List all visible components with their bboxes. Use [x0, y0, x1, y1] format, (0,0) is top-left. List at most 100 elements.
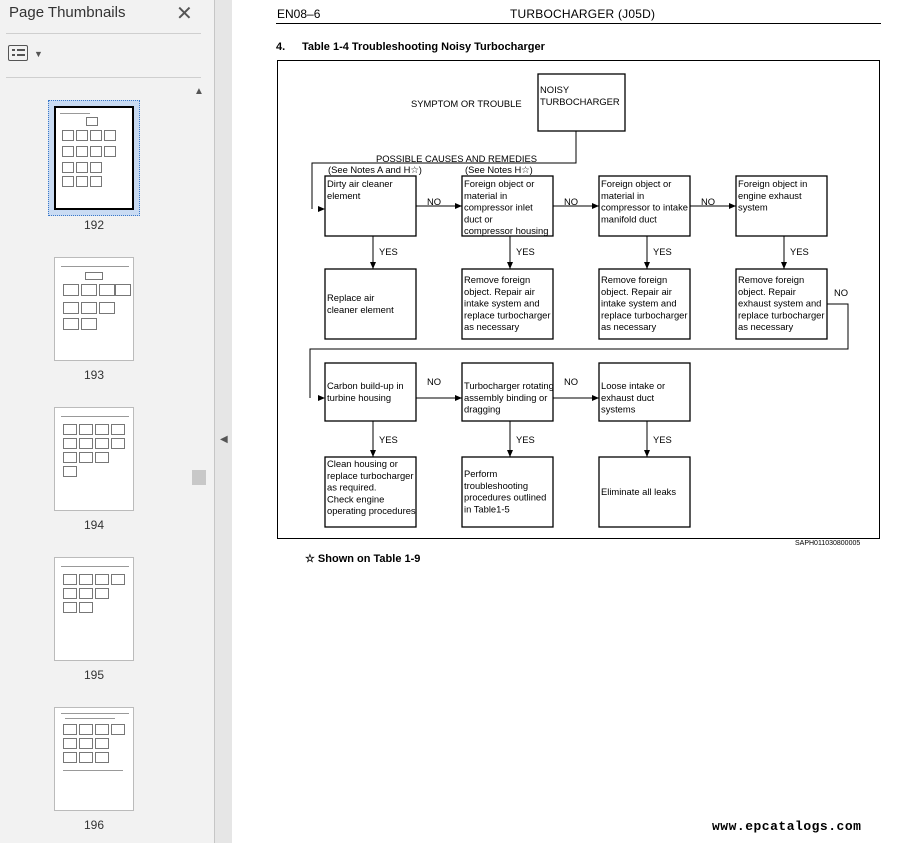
thumbnail-page-193[interactable] — [54, 257, 134, 361]
cause-box — [324, 362, 417, 422]
cause-text: Turbocharger rotating — [464, 380, 554, 391]
thumbnail-page-192[interactable] — [48, 100, 140, 216]
cause-text: exhaust duct — [601, 392, 655, 403]
remedy-text: object. Repair air — [464, 286, 535, 297]
symptom-box — [537, 73, 626, 132]
yes-label: YES — [516, 434, 535, 445]
remedy-text: Replace air — [327, 292, 374, 303]
remedy-text: as necessary — [464, 321, 520, 332]
yes-label: YES — [790, 246, 809, 257]
cause-text: material in — [464, 190, 507, 201]
cause-text: engine exhaust — [738, 190, 802, 201]
remedy-text: as necessary — [738, 321, 794, 332]
arrow-head — [592, 203, 599, 209]
remedy-text: troubleshooting — [464, 480, 528, 491]
chevron-up-icon[interactable]: ▲ — [194, 86, 204, 97]
no-line — [309, 303, 849, 398]
remedy-box — [324, 456, 417, 528]
cause-box — [598, 362, 691, 422]
cause-text: Loose intake or — [601, 380, 665, 391]
thumbnail-list: 192 193 — [0, 86, 192, 843]
no-label: NO — [427, 376, 441, 387]
cause-box — [735, 175, 828, 237]
cause-text: Foreign object or — [601, 178, 671, 189]
arrow-head — [507, 262, 513, 269]
remedy-box — [461, 268, 554, 340]
cause-box — [324, 175, 417, 237]
remedy-text: Perform — [464, 468, 498, 479]
panel-splitter[interactable]: ◀ — [214, 0, 233, 843]
remedy-text: as required. — [327, 482, 377, 493]
thumbnail-label: 196 — [83, 818, 105, 832]
cause-text: dragging — [464, 404, 501, 415]
remedy-text: replace turbocharger — [738, 309, 825, 320]
remedy-text: object. Repair air — [601, 286, 672, 297]
remedy-text: object. Repair — [738, 286, 796, 297]
remedy-box — [324, 268, 417, 340]
cause-text: compressor to intake — [601, 202, 688, 213]
chevron-down-icon: ▼ — [34, 49, 43, 59]
cause-box — [461, 175, 554, 237]
no-label: NO — [564, 376, 578, 387]
remedy-text: Remove foreign — [738, 274, 804, 285]
thumbnail-options-button[interactable]: ▼ — [8, 45, 44, 65]
cause-text: compressor inlet — [464, 202, 533, 213]
cause-text: Foreign object in — [738, 178, 807, 189]
section-title: 4. Table 1-4 Troubleshooting Noisy Turboc… — [276, 41, 545, 53]
thumbnail-label: 194 — [83, 518, 105, 532]
remedy-box — [735, 268, 828, 340]
scrollbar-thumb[interactable] — [192, 470, 206, 485]
note-label: (See Notes A and H☆) — [328, 164, 422, 175]
arrow-head — [592, 395, 599, 401]
remedy-text: replace turbocharger — [327, 470, 414, 481]
cause-box — [461, 362, 554, 422]
thumbnail-page-196[interactable] — [54, 707, 134, 811]
remedy-text: in Table1-5 — [464, 503, 510, 514]
causes-label: POSSIBLE CAUSES AND REMEDIES — [376, 153, 537, 164]
arrow-head — [370, 450, 376, 457]
arrow-head — [455, 203, 462, 209]
chevron-left-icon[interactable]: ◀ — [220, 434, 228, 445]
cause-text: assembly binding or — [464, 392, 547, 403]
thumbnail-options-icon — [8, 45, 28, 61]
arrow-head — [318, 206, 325, 212]
close-icon[interactable]: ✕ — [176, 3, 193, 25]
thumbnail-page-194[interactable] — [54, 407, 134, 511]
remedy-text: procedures outlined — [464, 492, 546, 503]
header-rule — [276, 23, 881, 24]
arrow-head — [644, 450, 650, 457]
arrow-head — [370, 262, 376, 269]
yes-label: YES — [379, 434, 398, 445]
thumbnail-scrollbar[interactable]: ▲ — [192, 86, 206, 843]
page-header-code: EN08–6 — [277, 7, 321, 21]
remedy-text: as necessary — [601, 321, 657, 332]
cause-text: Foreign object or — [464, 178, 534, 189]
cause-text: duct or — [464, 213, 493, 224]
remedy-box — [598, 268, 691, 340]
image-code: SAPH011030800005 — [795, 540, 861, 547]
section-title-text: Table 1-4 Troubleshooting Noisy Turbocha… — [302, 41, 545, 53]
arrow-head — [781, 262, 787, 269]
no-label: NO — [564, 196, 578, 207]
cause-text: Carbon build-up in — [327, 380, 404, 391]
remedy-text: cleaner element — [327, 304, 394, 315]
section-number: 4. — [276, 41, 286, 53]
remedy-text: Clean housing or — [327, 458, 398, 469]
page-header-title: TURBOCHARGER (J05D) — [510, 7, 656, 21]
thumbnail-label: 193 — [83, 368, 105, 382]
arrow-head — [644, 262, 650, 269]
divider — [6, 33, 201, 34]
thumbnail-page-195[interactable] — [54, 557, 134, 661]
cause-text: compressor housing — [464, 225, 548, 236]
remedy-text: operating procedures — [327, 505, 416, 516]
cause-text: turbine housing — [327, 392, 391, 403]
divider — [6, 77, 201, 78]
watermark: www.epcatalogs.com — [712, 819, 862, 834]
arrow-head — [729, 203, 736, 209]
cause-text: systems — [601, 404, 636, 415]
remedy-text: intake system and — [464, 298, 540, 309]
remedy-text: Remove foreign — [601, 274, 667, 285]
remedy-text: Check engine — [327, 493, 384, 504]
yes-label: YES — [516, 246, 535, 257]
yes-label: YES — [653, 246, 672, 257]
